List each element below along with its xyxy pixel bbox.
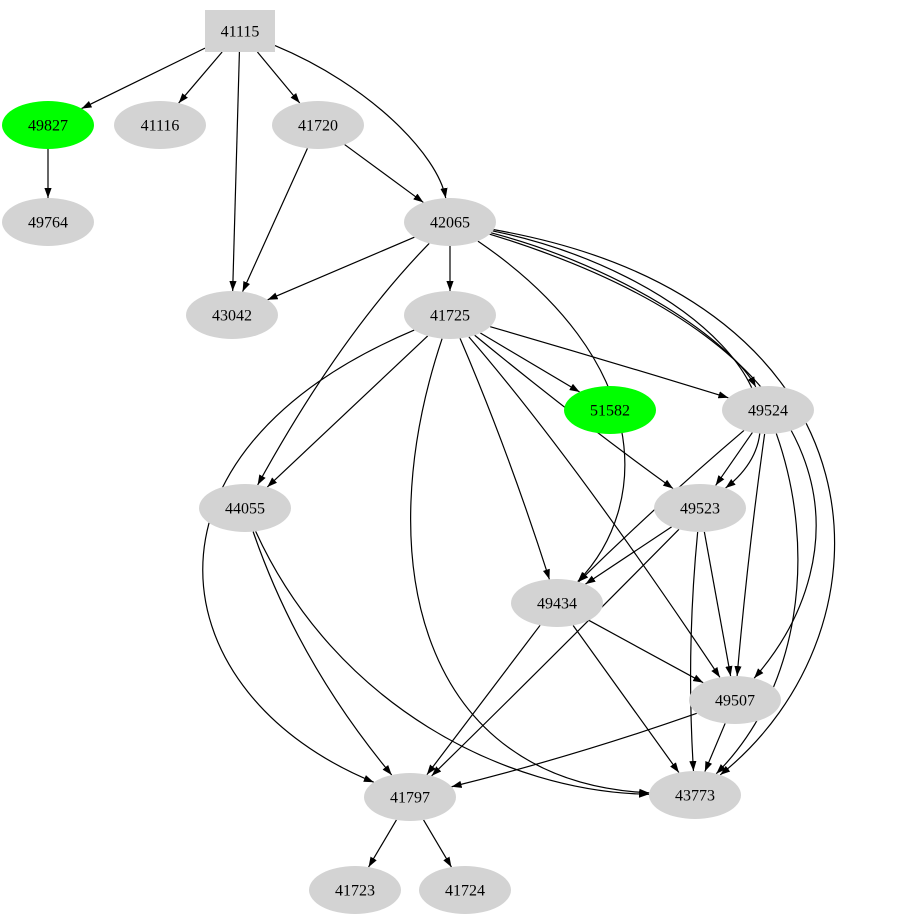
edge-42065-44055: [257, 242, 430, 486]
node-41724: 41724: [419, 866, 511, 914]
edge-41115-43042: [229, 51, 241, 292]
node-41723: 41723: [309, 866, 401, 914]
edge-49523-49434: [585, 526, 672, 585]
edge-41725-51582: [480, 332, 580, 393]
node-ellipse-41720: [272, 101, 364, 149]
node-box-41115: [205, 10, 275, 52]
edge-41115-42065: [274, 44, 448, 199]
edge-42065-49524: [490, 232, 757, 388]
edge-41115-41720: [256, 51, 301, 104]
edge-41115-41116: [178, 51, 223, 104]
edge-42065-43042: [267, 236, 415, 301]
node-label-41797: 41797: [390, 790, 430, 807]
node-layer: 41115 49827 41116 41720 49764 42065 43042 41725…: [2, 10, 814, 914]
edge-49524-49507: [734, 433, 766, 677]
node-label-49434: 49434: [537, 596, 577, 613]
node-ellipse-49523: [654, 484, 746, 532]
edge-41725-49507: [468, 336, 721, 678]
edge-49523-41797: [431, 528, 680, 777]
node-44055: 44055: [199, 484, 291, 532]
node-ellipse-49434: [511, 579, 603, 627]
node-label-49507: 49507: [715, 693, 755, 710]
edge-49434-43773: [572, 625, 680, 773]
node-ellipse-41723: [309, 866, 401, 914]
node-42065: 42065: [404, 198, 496, 246]
node-label-49524: 49524: [748, 403, 788, 420]
node-49523: 49523: [654, 484, 746, 532]
edge-41115-49827: [81, 47, 206, 110]
node-49827: 49827: [2, 101, 94, 149]
node-ellipse-49524: [722, 386, 814, 434]
node-label-41725: 41725: [430, 308, 470, 325]
node-49764: 49764: [2, 198, 94, 246]
node-label-49827: 49827: [28, 118, 68, 135]
node-label-42065: 42065: [430, 215, 470, 232]
node-41116: 41116: [114, 101, 206, 149]
node-49507: 49507: [689, 676, 781, 724]
node-ellipse-43773: [649, 771, 741, 819]
edge-44055-41797: [252, 531, 393, 776]
edge-41725-44055: [266, 335, 429, 488]
edge-49523-49507: [703, 531, 733, 677]
node-ellipse-43042: [186, 291, 278, 339]
node-41797: 41797: [364, 773, 456, 821]
node-51582: 51582: [564, 386, 656, 434]
edge-49434-49507: [588, 619, 704, 684]
edge-42065-49523: [492, 230, 761, 489]
node-label-44055: 44055: [225, 501, 265, 518]
node-ellipse-51582: [564, 386, 656, 434]
node-49524: 49524: [722, 386, 814, 434]
edge-49507-43773: [704, 723, 726, 772]
node-41725: 41725: [404, 291, 496, 339]
node-label-43042: 43042: [212, 308, 252, 325]
node-label-41723: 41723: [335, 883, 375, 900]
edge-44055-43773: [255, 531, 650, 798]
node-label-41720: 41720: [298, 118, 338, 135]
edge-41725-41797: [202, 329, 415, 783]
node-label-43773: 43773: [675, 788, 715, 805]
node-label-49764: 49764: [28, 215, 68, 232]
edge-49434-41797: [426, 624, 541, 776]
node-label-41116: 41116: [141, 118, 180, 135]
node-41720: 41720: [272, 101, 364, 149]
node-ellipse-41116: [114, 101, 206, 149]
edge-49523-43773: [689, 531, 699, 772]
node-ellipse-49764: [2, 198, 94, 246]
edge-49524-43773: [715, 433, 799, 775]
node-ellipse-41724: [419, 866, 511, 914]
node-ellipse-44055: [199, 484, 291, 532]
edge-49507-41797: [451, 712, 697, 788]
edge-41725-49524: [490, 326, 729, 399]
node-ellipse-42065: [404, 198, 496, 246]
node-ellipse-49827: [2, 101, 94, 149]
node-43042: 43042: [186, 291, 278, 339]
node-label-49523: 49523: [680, 501, 720, 518]
node-label-51582: 51582: [590, 403, 630, 420]
edge-41720-43042: [242, 148, 308, 292]
edge-41725-43773: [410, 338, 650, 796]
edge-41797-41723: [368, 819, 397, 868]
node-ellipse-41797: [364, 773, 456, 821]
edge-layer: [44, 44, 836, 868]
edge-41797-41724: [423, 819, 452, 868]
edge-49524-49523: [715, 432, 753, 486]
node-49434: 49434: [511, 579, 603, 627]
node-ellipse-49507: [689, 676, 781, 724]
edge-41725-49434: [459, 338, 550, 580]
edge-41720-42065: [344, 144, 424, 203]
node-label-41115: 41115: [221, 24, 260, 41]
node-41115: 41115: [205, 10, 275, 52]
edge-42065-43773: [493, 229, 836, 776]
node-43773: 43773: [649, 771, 741, 819]
node-label-41724: 41724: [445, 883, 485, 900]
node-ellipse-41725: [404, 291, 496, 339]
